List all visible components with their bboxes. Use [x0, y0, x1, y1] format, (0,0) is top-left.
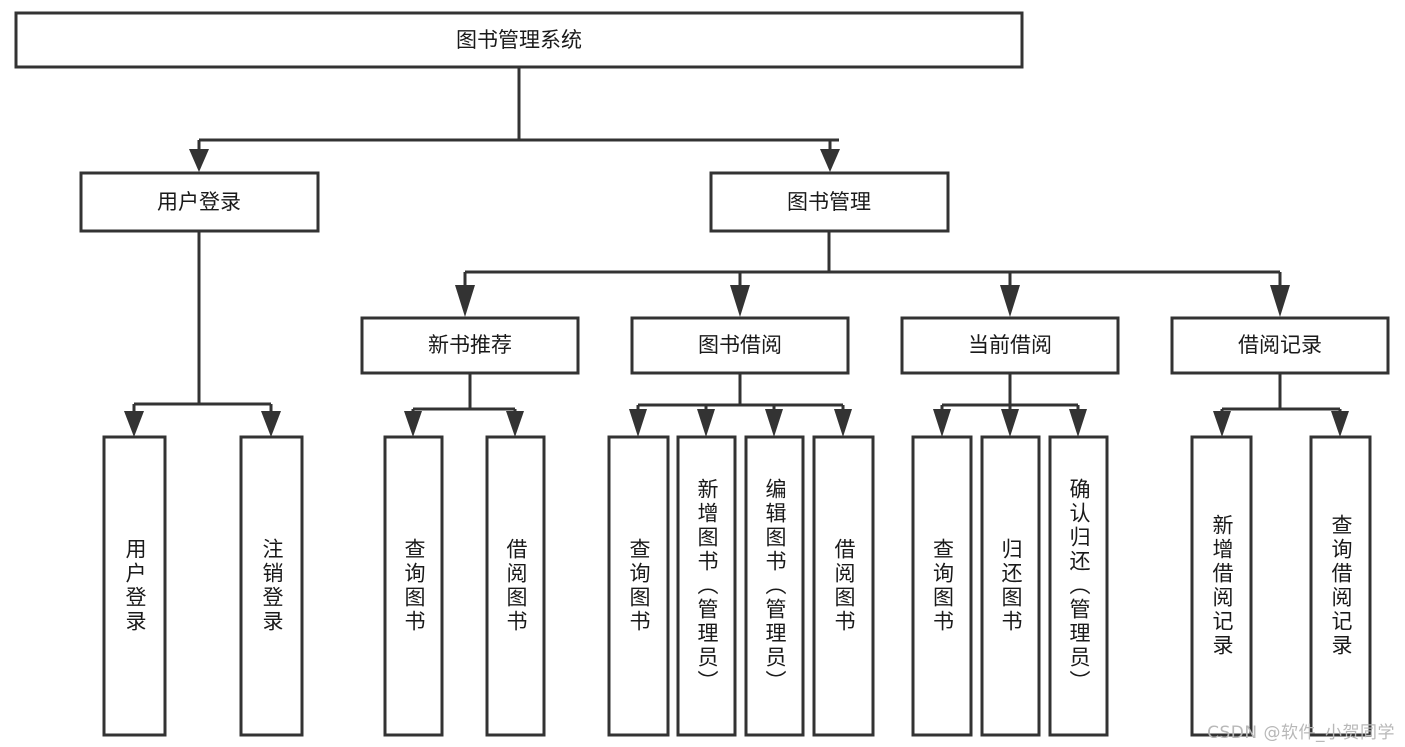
- node-user-login[interactable]: 用户登录: [79, 171, 320, 233]
- node-borrow-record[interactable]: 借阅记录: [1170, 316, 1390, 375]
- arrow-leaf-query-book-1: [404, 411, 422, 437]
- connector-current-borrow-to-leaves: [933, 373, 1087, 437]
- arrow-leaf-return-book: [1001, 409, 1019, 437]
- node-book-borrow-box[interactable]: [630, 316, 850, 375]
- arrow-borrow-record: [1270, 285, 1290, 317]
- leaf-query-record-box[interactable]: [1309, 435, 1372, 737]
- leaf-query-book-2-box[interactable]: [607, 435, 670, 737]
- arrow-leaf-user-login: [124, 411, 144, 437]
- arrow-leaf-query-book-2: [629, 409, 647, 437]
- leaf-add-record-box[interactable]: [1190, 435, 1253, 737]
- connector-book-management-to-level3: [455, 231, 1290, 317]
- leaf-borrow-book-1-box[interactable]: [485, 435, 546, 737]
- node-book-management-label: 图书管理: [787, 190, 871, 214]
- connector-root-to-level2: [189, 67, 840, 172]
- arrow-leaf-add-record: [1213, 411, 1231, 437]
- arrow-current-borrow: [1000, 285, 1020, 317]
- node-current-borrow-box[interactable]: [900, 316, 1120, 375]
- node-book-management[interactable]: 图书管理: [709, 171, 950, 233]
- arrow-book-borrow: [730, 285, 750, 317]
- arrow-to-user-login: [189, 149, 209, 172]
- csdn-watermark: CSDN @软件_小贺同学: [1207, 723, 1395, 743]
- node-borrow-record-label: 借阅记录: [1238, 333, 1322, 357]
- connector-new-book-to-leaves: [404, 373, 524, 437]
- leaf-confirm-return-box[interactable]: [1048, 435, 1109, 737]
- node-new-book-recommend[interactable]: 新书推荐: [360, 316, 580, 375]
- leaf-return-book-box[interactable]: [980, 435, 1041, 737]
- arrow-leaf-add-book: [697, 409, 715, 437]
- leaf-borrow-book-2-box[interactable]: [812, 435, 875, 737]
- arrow-leaf-borrow-book-1: [506, 411, 524, 437]
- connector-user-login-to-leaves: [124, 231, 281, 437]
- node-new-book-recommend-label: 新书推荐: [428, 333, 512, 357]
- leaf-logout-login-box[interactable]: [239, 435, 304, 737]
- node-user-login-label: 用户登录: [157, 190, 241, 214]
- arrow-new-book-recommend: [455, 285, 475, 317]
- node-root-label: 图书管理系统: [456, 28, 582, 52]
- connector-book-borrow-to-leaves: [629, 373, 852, 437]
- leaf-edit-book-box[interactable]: [744, 435, 805, 737]
- arrow-leaf-edit-book: [765, 409, 783, 437]
- node-current-borrow[interactable]: 当前借阅: [900, 316, 1120, 375]
- arrow-leaf-borrow-book-2: [834, 409, 852, 437]
- arrow-to-book-management: [820, 149, 840, 172]
- leaf-user-login-box[interactable]: [102, 435, 167, 737]
- connector-borrow-record-to-leaves: [1213, 373, 1349, 437]
- node-book-borrow[interactable]: 图书借阅: [630, 316, 850, 375]
- arrow-leaf-query-record: [1331, 411, 1349, 437]
- leaf-add-book-box[interactable]: [676, 435, 737, 737]
- node-book-management-box[interactable]: [709, 171, 950, 233]
- arrow-leaf-logout-login: [261, 411, 281, 437]
- node-root[interactable]: 图书管理系统: [14, 11, 1024, 69]
- leaf-query-book-3-box[interactable]: [911, 435, 973, 737]
- node-borrow-record-box[interactable]: [1170, 316, 1390, 375]
- node-book-borrow-label: 图书借阅: [698, 333, 782, 357]
- leaf-query-book-1-box[interactable]: [383, 435, 444, 737]
- arrow-leaf-confirm-return: [1069, 409, 1087, 437]
- node-new-book-recommend-box[interactable]: [360, 316, 580, 375]
- arrow-leaf-query-book-3: [933, 409, 951, 437]
- node-current-borrow-label: 当前借阅: [968, 333, 1052, 357]
- node-root-box[interactable]: [14, 11, 1024, 69]
